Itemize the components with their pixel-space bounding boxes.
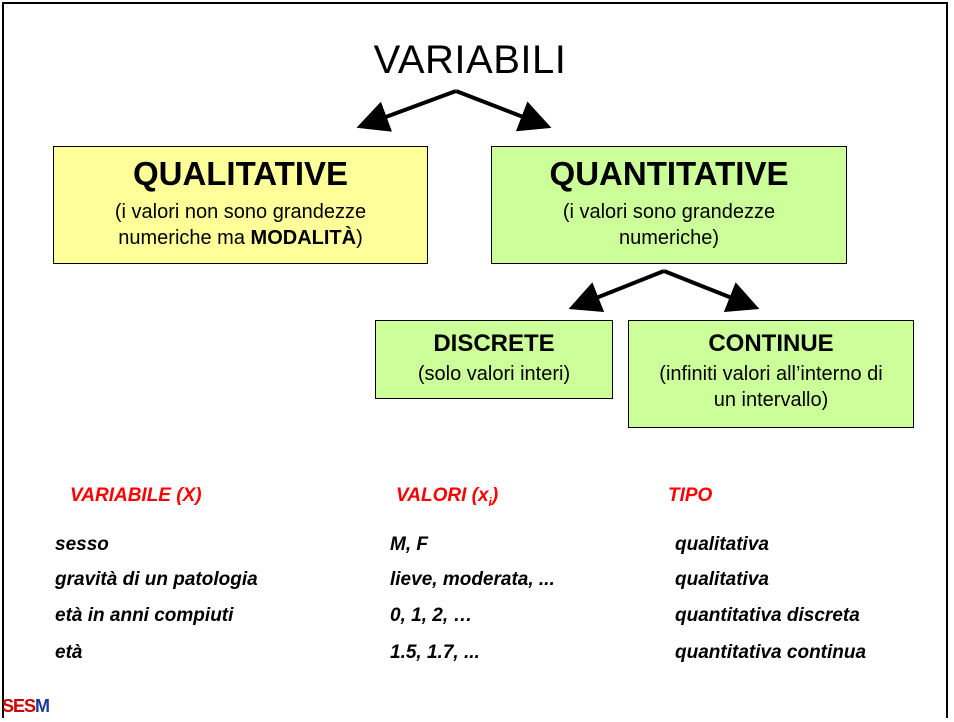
modalita-emphasis: MODALITÀ [250, 227, 357, 249]
discrete-box: DISCRETE (solo valori interi) [375, 320, 613, 399]
header-type: TIPO [668, 485, 713, 506]
sesm-logo: SESM [2, 696, 50, 716]
continuous-box: CONTINUE (infiniti valori all’interno di… [628, 320, 914, 428]
arrow-to-quantitative [455, 89, 552, 132]
qualitative-heading: QUALITATIVE [132, 155, 349, 192]
row-4-type: quantitativa continua [675, 642, 867, 663]
continuous-desc-line2: un intervallo) [713, 389, 829, 411]
quantitative-desc-line2: numeriche) [618, 227, 720, 249]
arrow-to-discrete [568, 269, 665, 312]
row-2-values: lieve, moderata, ... [390, 569, 555, 590]
header-values: VALORI (xi) [396, 485, 499, 509]
row-3-type: quantitativa discreta [675, 605, 860, 626]
qualitative-desc-line2: numeriche ma MODALITÀ) [118, 227, 363, 249]
row-2-variable: gravità di un patologia [55, 569, 258, 590]
arrow-to-qualitative [356, 89, 457, 132]
diagram-title: VARIABILI [373, 38, 567, 82]
continuous-heading: CONTINUE [708, 330, 834, 357]
row-4-variable: età [55, 642, 83, 663]
qualitative-desc-line1: (i valori non sono grandezze [114, 201, 367, 223]
row-1-variable: sesso [55, 534, 109, 555]
qualitative-box: QUALITATIVE (i valori non sono grandezze… [53, 146, 428, 264]
continuous-desc-line1: (infiniti valori all’interno di [659, 363, 883, 385]
header-variable: VARIABILE (X) [70, 485, 202, 506]
row-2-type: qualitativa [675, 569, 769, 590]
quantitative-heading: QUANTITATIVE [549, 155, 789, 192]
row-3-variable: età in anni compiuti [55, 605, 234, 626]
quantitative-box: QUANTITATIVE (i valori sono grandezze nu… [491, 146, 847, 264]
discrete-desc-line1: (solo valori interi) [417, 363, 571, 385]
row-4-values: 1.5, 1.7, ... [390, 642, 480, 663]
quantitative-desc-line1: (i valori sono grandezze [562, 201, 776, 223]
arrow-to-continuous [663, 269, 760, 312]
row-1-type: qualitativa [675, 534, 769, 555]
discrete-heading: DISCRETE [433, 330, 555, 357]
row-1-values: M, F [390, 534, 428, 555]
row-3-values: 0, 1, 2, … [390, 605, 473, 626]
